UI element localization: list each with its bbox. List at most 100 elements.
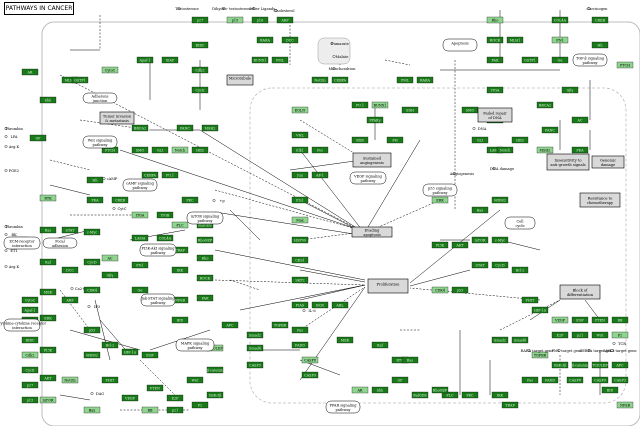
gene-box[interactable] <box>486 16 504 24</box>
gene-box[interactable] <box>551 361 569 369</box>
gene-box[interactable] <box>506 36 524 44</box>
gene-box[interactable] <box>591 361 609 369</box>
gene-box[interactable] <box>571 316 589 324</box>
gene-box[interactable] <box>191 86 209 94</box>
gene-box[interactable] <box>251 56 269 64</box>
gene-box[interactable] <box>471 261 489 269</box>
gene-box[interactable] <box>496 146 514 154</box>
gene-box[interactable] <box>616 401 634 409</box>
gene-box[interactable] <box>186 376 204 384</box>
pathway-node[interactable] <box>42 237 78 249</box>
gene-box[interactable] <box>351 101 369 109</box>
gene-box[interactable] <box>451 241 469 249</box>
gene-box[interactable] <box>566 376 584 384</box>
gene-box[interactable] <box>83 286 101 294</box>
gene-box[interactable] <box>201 124 219 132</box>
gene-box[interactable] <box>171 221 189 229</box>
gene-box[interactable] <box>491 391 509 399</box>
gene-box[interactable] <box>301 371 319 379</box>
gene-box[interactable] <box>491 261 509 269</box>
gene-box[interactable] <box>331 76 349 84</box>
gene-box[interactable] <box>311 76 329 84</box>
gene-box[interactable] <box>291 341 309 349</box>
gene-box[interactable] <box>291 236 309 244</box>
gene-box[interactable] <box>101 376 119 384</box>
gene-box[interactable] <box>141 406 159 414</box>
gene-box[interactable] <box>101 341 119 349</box>
pathway-node[interactable] <box>3 236 41 250</box>
gene-box[interactable] <box>206 366 224 374</box>
gene-box[interactable] <box>431 286 449 294</box>
outcome-box[interactable] <box>99 111 135 125</box>
gene-box[interactable] <box>39 288 57 296</box>
pathway-node[interactable] <box>572 53 608 67</box>
gene-box[interactable] <box>311 301 329 309</box>
pathway-node[interactable] <box>175 338 215 352</box>
gene-box[interactable] <box>101 271 119 279</box>
gene-box[interactable] <box>146 384 164 392</box>
gene-box[interactable] <box>246 331 264 339</box>
outcome-box[interactable] <box>352 152 392 168</box>
gene-box[interactable] <box>371 341 389 349</box>
pathway-node[interactable] <box>186 211 224 225</box>
pathway-node[interactable] <box>82 92 118 104</box>
gene-box[interactable] <box>291 256 309 264</box>
gene-box[interactable] <box>611 331 629 339</box>
gene-box[interactable] <box>86 196 104 204</box>
gene-box[interactable] <box>491 196 509 204</box>
gene-box[interactable] <box>171 266 189 274</box>
gene-box[interactable] <box>196 294 214 302</box>
gene-box[interactable] <box>256 36 274 44</box>
gene-box[interactable] <box>61 296 79 304</box>
gene-box[interactable] <box>371 386 389 394</box>
gene-box[interactable] <box>246 361 264 369</box>
gene-box[interactable] <box>131 146 149 154</box>
gene-box[interactable] <box>281 36 299 44</box>
gene-box[interactable] <box>166 406 184 414</box>
outcome-box[interactable] <box>477 107 513 123</box>
gene-box[interactable] <box>541 376 559 384</box>
gene-box[interactable] <box>401 106 419 114</box>
gene-box[interactable] <box>21 381 39 389</box>
gene-box[interactable] <box>396 76 414 84</box>
gene-box[interactable] <box>601 386 619 394</box>
gene-box[interactable] <box>431 241 449 249</box>
gene-box[interactable] <box>521 296 539 304</box>
gene-box[interactable] <box>551 331 569 339</box>
gene-box[interactable] <box>111 196 129 204</box>
gene-box[interactable] <box>151 146 169 154</box>
gene-box[interactable] <box>131 261 149 269</box>
gene-box[interactable] <box>39 226 57 234</box>
gene-box[interactable] <box>141 351 159 359</box>
gene-box[interactable] <box>611 376 629 384</box>
gene-box[interactable] <box>551 16 569 24</box>
gene-box[interactable] <box>61 226 79 234</box>
pathway-node[interactable] <box>139 243 177 257</box>
gene-box[interactable] <box>351 136 369 144</box>
outcome-box[interactable] <box>591 155 625 169</box>
gene-box[interactable] <box>441 391 459 399</box>
gene-box[interactable] <box>191 41 209 49</box>
gene-box[interactable] <box>571 146 589 154</box>
gene-box[interactable] <box>156 211 174 219</box>
gene-box[interactable] <box>226 16 244 24</box>
pathway-node[interactable] <box>325 400 361 414</box>
gene-box[interactable] <box>491 336 509 344</box>
gene-box[interactable] <box>291 216 309 224</box>
gene-box[interactable] <box>491 236 509 244</box>
gene-box[interactable] <box>141 171 159 179</box>
gene-box[interactable] <box>121 348 139 356</box>
gene-box[interactable] <box>39 96 57 104</box>
gene-box[interactable] <box>541 126 559 134</box>
gene-box[interactable] <box>291 146 309 154</box>
pathway-node[interactable] <box>3 318 41 332</box>
gene-box[interactable] <box>471 206 489 214</box>
gene-box[interactable] <box>156 234 174 242</box>
outcome-box[interactable] <box>559 284 601 300</box>
outcome-box[interactable] <box>351 226 393 238</box>
gene-box[interactable] <box>39 258 57 266</box>
gene-box[interactable] <box>431 196 449 204</box>
gene-box[interactable] <box>21 306 39 314</box>
gene-box[interactable] <box>551 316 569 324</box>
gene-box[interactable] <box>101 254 119 262</box>
